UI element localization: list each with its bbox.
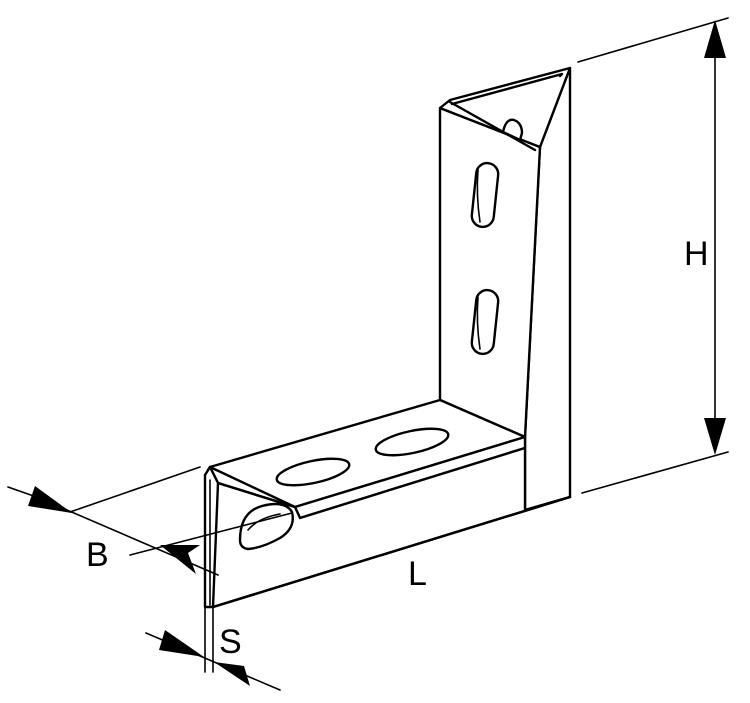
width-extension-bottom <box>129 512 293 556</box>
vertical-leg-inner-top <box>450 72 564 106</box>
thickness-arrow-left <box>159 630 204 657</box>
vertical-leg-fold-edge <box>448 100 537 152</box>
dimension-width: B <box>7 466 293 576</box>
vertical-leg-top-slot <box>501 118 524 142</box>
height-arrow-top <box>704 20 726 58</box>
front-flange-bottom-edge <box>211 495 572 609</box>
dimension-thickness: S <box>145 606 281 691</box>
thickness-arrow-right <box>214 662 250 686</box>
height-label: H <box>684 235 709 273</box>
slot-shade-2 <box>476 296 481 350</box>
vertical-leg <box>438 66 572 512</box>
height-arrow-bottom <box>704 418 726 455</box>
height-extension-bottom <box>581 451 729 494</box>
dimension-height: H <box>577 17 729 494</box>
height-extension-top <box>577 17 729 63</box>
thickness-label: S <box>219 623 242 661</box>
vertical-leg-front-face <box>438 106 542 439</box>
width-label: B <box>86 536 109 574</box>
length-label: L <box>408 555 427 593</box>
horizontal-slot-left <box>275 457 351 487</box>
slot-shade-1 <box>476 169 481 223</box>
width-arrow-bottom <box>160 545 200 574</box>
width-extension-top <box>69 466 201 513</box>
flange-slot-shade <box>247 513 281 531</box>
front-flange <box>203 446 572 609</box>
width-dimension-line <box>59 506 219 576</box>
flange-slot <box>238 502 294 551</box>
horizontal-slot-right <box>374 427 450 457</box>
width-arrow-top <box>28 486 72 513</box>
dimension-length: L <box>408 555 427 593</box>
flange-thickness <box>203 465 220 609</box>
